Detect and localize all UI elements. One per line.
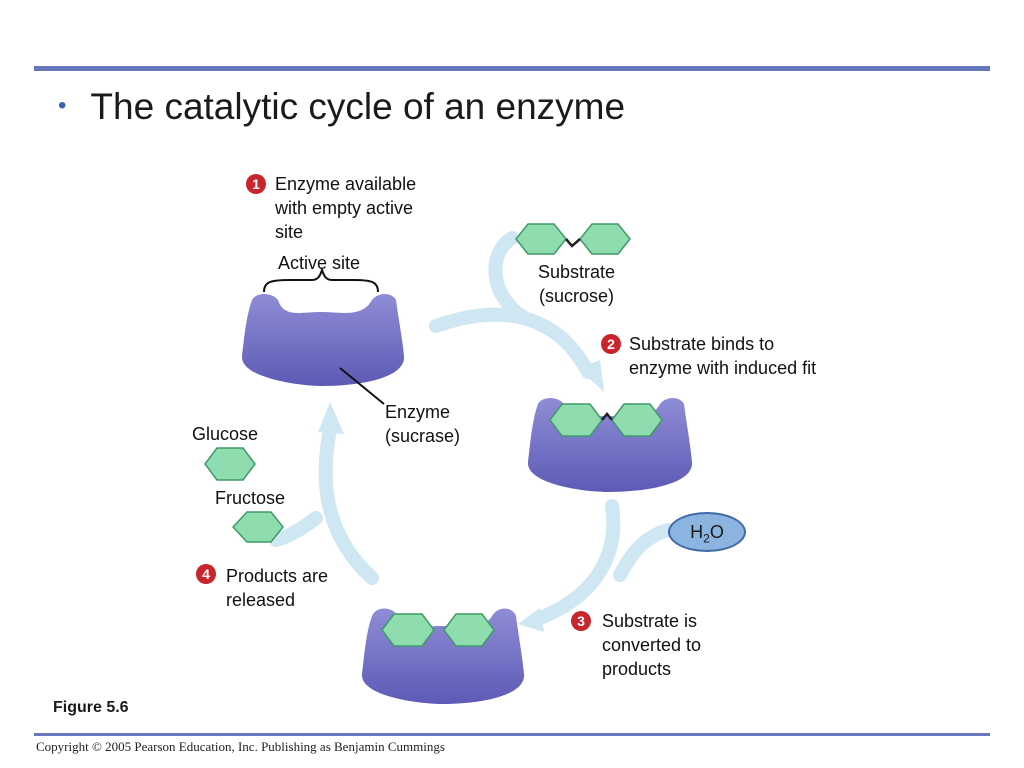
bound-hexagon-right [611,403,663,437]
glucose-hexagon [204,447,256,481]
arrow-water-entry [613,523,675,582]
product-pentagon-fructose [443,613,495,647]
fructose-hexagon [231,511,284,543]
arrow-products-exit [269,511,323,547]
enzyme-label-line-2: (sucrase) [385,426,461,446]
substrate-sucrose-free [515,223,631,255]
step-3-line-1: Substrate is [602,611,698,631]
step-2-badge: 2 [601,334,621,354]
arrow-heads [318,360,604,632]
arrow-enzyme-to-bound [429,307,595,379]
substrate-label: Substrate (sucrose) [538,260,615,308]
step-3-badge: 3 [571,611,591,631]
water-h: H [690,522,704,542]
bound-hexagon-left [549,403,603,437]
enzyme-label: Enzyme (sucrase) [385,400,460,448]
enzyme-substrate-bound [527,398,693,492]
top-divider [34,66,990,71]
glycosidic-bond [565,238,581,248]
title-bullet: • [58,92,67,119]
arrow-bound-to-products [528,499,621,627]
step-1-line-2: with empty active [275,198,414,218]
bottom-divider [34,733,990,736]
step-2-line-1: Substrate binds to [629,334,775,354]
glucose-label: Glucose [192,424,259,444]
active-site-label: Active site [278,253,361,273]
substrate-label-line-2: (sucrose) [539,286,615,306]
step-1-badge: 1 [246,174,266,194]
water-subscript: 2 [703,531,710,546]
figure-label: Figure 5.6 [53,699,129,716]
substrate-hexagon-right [579,223,631,255]
products-in-enzyme [381,613,495,647]
step-4-line-2: released [226,590,296,610]
substrate-hexagon-left [515,223,567,255]
copyright-notice: Copyright © 2005 Pearson Education, Inc.… [36,739,445,754]
step-2-line-2: enzyme with induced fit [629,358,817,378]
substrate-bound [549,403,663,437]
step-3-line-3: products [602,659,672,679]
fructose-label: Fructose [215,488,286,508]
step-3-text: Substrate is converted to products [602,609,701,681]
slide-title: • The catalytic cycle of an enzyme [58,84,625,135]
step-4-text: Products are released [226,564,328,612]
title-text: The catalytic cycle of an enzyme [90,86,626,127]
arrow-substrate-entry [488,231,532,325]
arrowhead-to-enzyme [318,402,344,434]
enzyme-empty-active-site [241,294,405,386]
step-4-line-1: Products are [226,566,329,586]
step-3-line-2: converted to [602,635,702,655]
arrowhead-to-products [518,608,544,632]
enzyme-with-products [361,608,525,704]
bound-bond [601,412,613,421]
arrowhead-to-bound [578,360,604,392]
water-o: O [709,522,724,542]
product-hexagon-glucose [381,613,435,647]
step-1-text: Enzyme available with empty active site [275,172,416,244]
step-1-line-3: site [275,222,304,242]
arrow-products-to-release [318,423,379,585]
cycle-arrows [269,231,675,627]
substrate-label-line-1: Substrate [538,262,616,282]
step-1-line-1: Enzyme available [275,174,417,194]
enzyme-label-line-1: Enzyme [385,402,451,422]
step-2-text: Substrate binds to enzyme with induced f… [629,332,816,380]
enzyme-leader-line [339,367,385,405]
active-site-brace [263,266,379,293]
water-molecule-bubble: H2O [668,512,746,552]
step-4-badge: 4 [196,564,216,584]
